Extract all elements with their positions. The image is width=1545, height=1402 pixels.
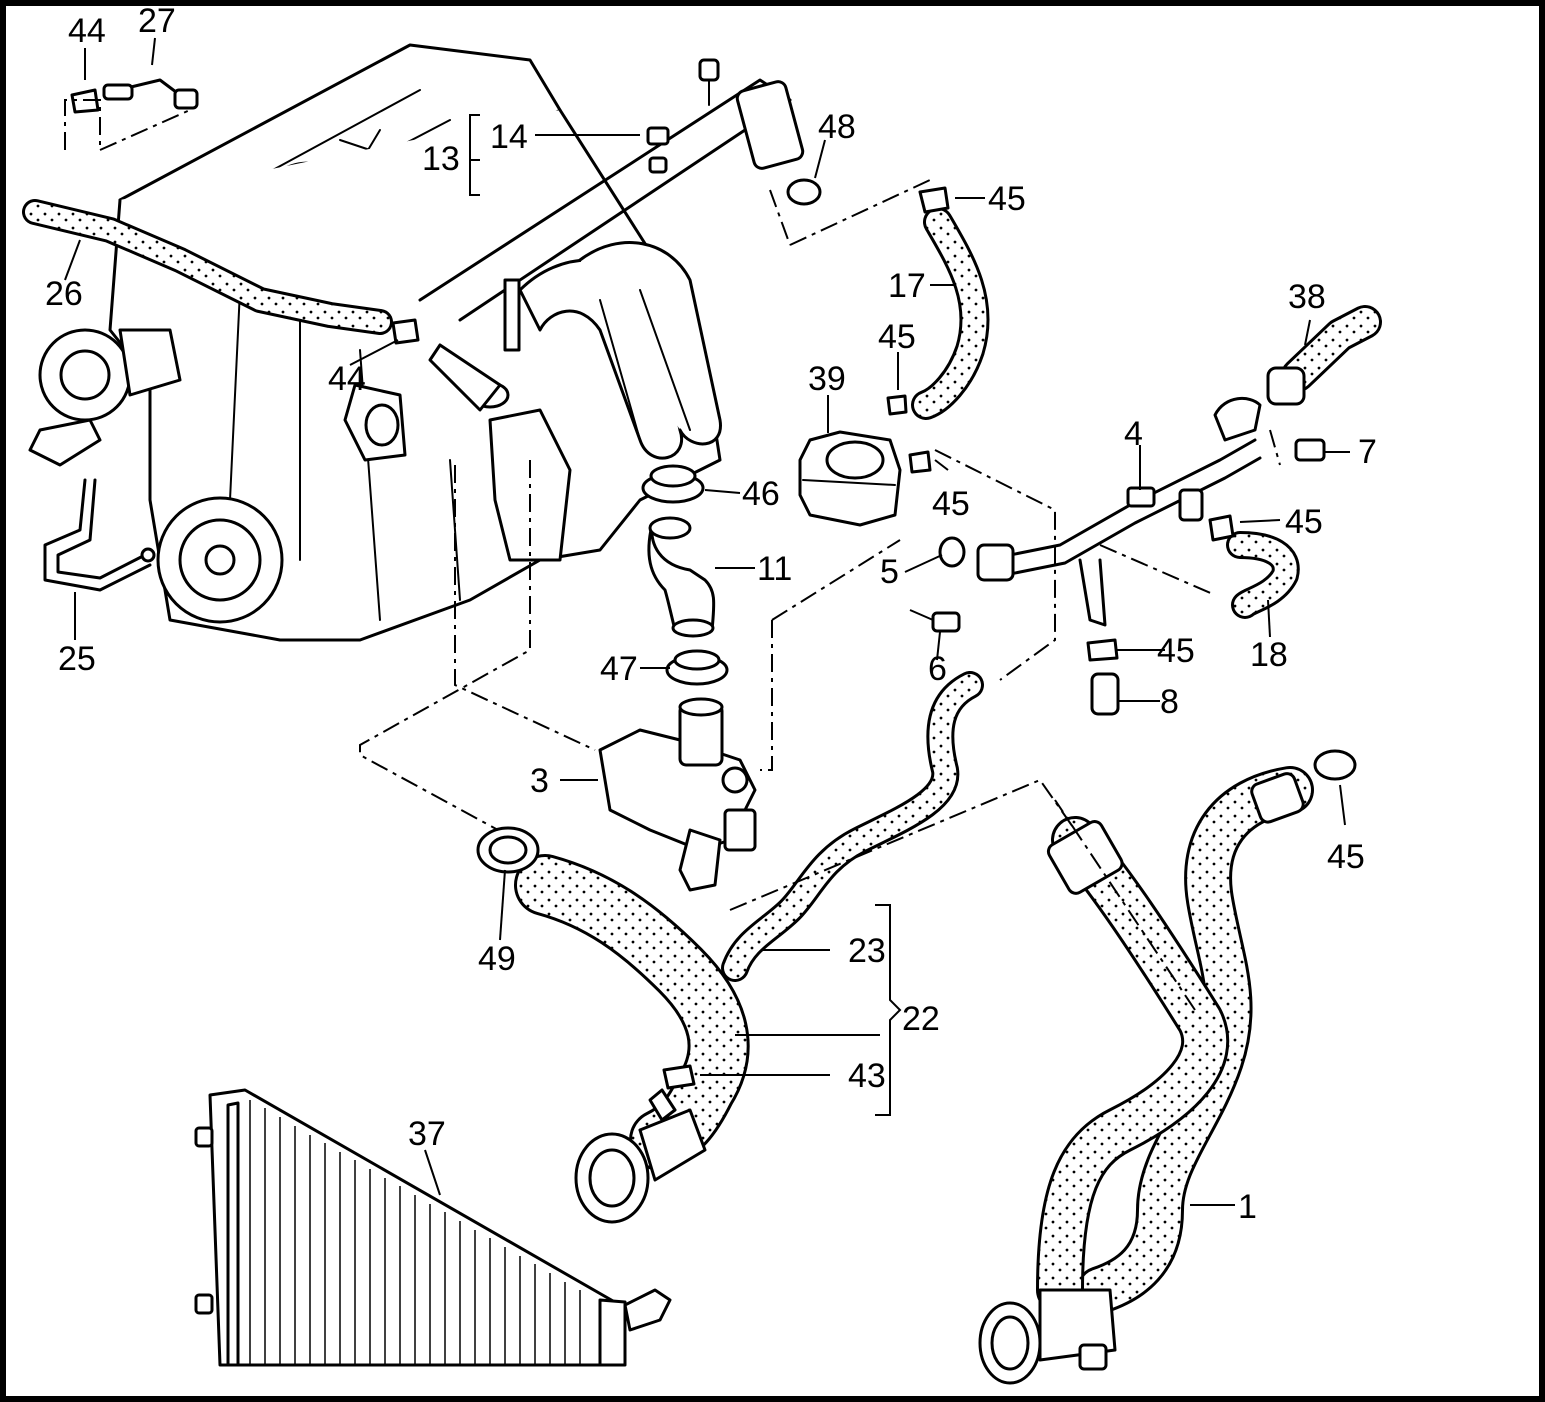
clamp-44-mid xyxy=(391,318,420,345)
hose-22 xyxy=(514,854,750,1224)
engine-block xyxy=(28,43,805,642)
hose-1 xyxy=(978,766,1314,1385)
clamp-43 xyxy=(662,1064,696,1090)
pipe-27 xyxy=(102,78,199,110)
callout-44: 44 xyxy=(68,12,106,50)
clamp-48 xyxy=(786,178,822,206)
clamp-49 xyxy=(476,826,540,874)
hose-18 xyxy=(1208,514,1300,619)
callout-45-cap: 45 xyxy=(1157,632,1195,670)
thermostat-housing-3 xyxy=(598,697,757,892)
callout-45-top: 45 xyxy=(988,180,1026,218)
callout-45-right: 45 xyxy=(1327,838,1365,876)
radiator-37 xyxy=(194,1088,672,1367)
callout-11: 11 xyxy=(757,550,792,588)
bolt-6 xyxy=(931,611,961,633)
callout-labels: 44 27 26 25 44 13 14 48 45 17 45 39 45 4… xyxy=(45,2,1377,1226)
callout-37: 37 xyxy=(408,1115,446,1153)
callout-13: 13 xyxy=(422,140,460,178)
callout-27: 27 xyxy=(138,2,176,40)
o-ring-5 xyxy=(938,536,966,568)
callout-3: 3 xyxy=(530,762,549,800)
callout-45-tank-bottom: 45 xyxy=(932,485,970,523)
expansion-tank-39 xyxy=(798,394,932,527)
plug-14 xyxy=(646,58,720,174)
clamp-47 xyxy=(665,649,729,686)
callout-48: 48 xyxy=(818,108,856,146)
callout-44-mid: 44 xyxy=(328,360,366,398)
callout-1: 1 xyxy=(1238,1188,1257,1226)
hose-38 xyxy=(1266,305,1382,406)
callout-18: 18 xyxy=(1250,636,1288,674)
callout-38: 38 xyxy=(1288,278,1326,316)
callout-39: 39 xyxy=(808,360,846,398)
pipe-4 xyxy=(976,396,1262,627)
callout-45-tank: 45 xyxy=(878,318,916,356)
callout-46: 46 xyxy=(742,475,780,513)
clamp-46 xyxy=(641,464,705,504)
callout-45-pipe: 45 xyxy=(1285,503,1323,541)
pipe-25 xyxy=(43,478,156,592)
hose-23 xyxy=(721,671,984,982)
cap-8 xyxy=(1086,638,1120,716)
callout-7: 7 xyxy=(1358,433,1377,471)
callout-47: 47 xyxy=(600,650,638,688)
hose-17 xyxy=(911,186,990,420)
bolt-7 xyxy=(1294,438,1326,462)
callout-26: 26 xyxy=(45,275,83,313)
callout-23: 23 xyxy=(848,932,886,970)
callout-8: 8 xyxy=(1160,683,1179,721)
clamp-45-right xyxy=(1313,749,1357,781)
callout-14: 14 xyxy=(490,118,528,156)
hose-11 xyxy=(647,516,716,638)
callout-6: 6 xyxy=(928,650,947,688)
callout-43: 43 xyxy=(848,1057,886,1095)
hose-26 xyxy=(22,199,393,335)
leader-lines xyxy=(64,37,1350,1206)
callout-5: 5 xyxy=(880,553,899,591)
callout-25: 25 xyxy=(58,640,96,678)
callout-49: 49 xyxy=(478,940,516,978)
callout-4: 4 xyxy=(1124,415,1143,453)
callout-17: 17 xyxy=(888,267,926,305)
reference-lines xyxy=(64,99,1281,1011)
callout-22: 22 xyxy=(902,1000,940,1038)
